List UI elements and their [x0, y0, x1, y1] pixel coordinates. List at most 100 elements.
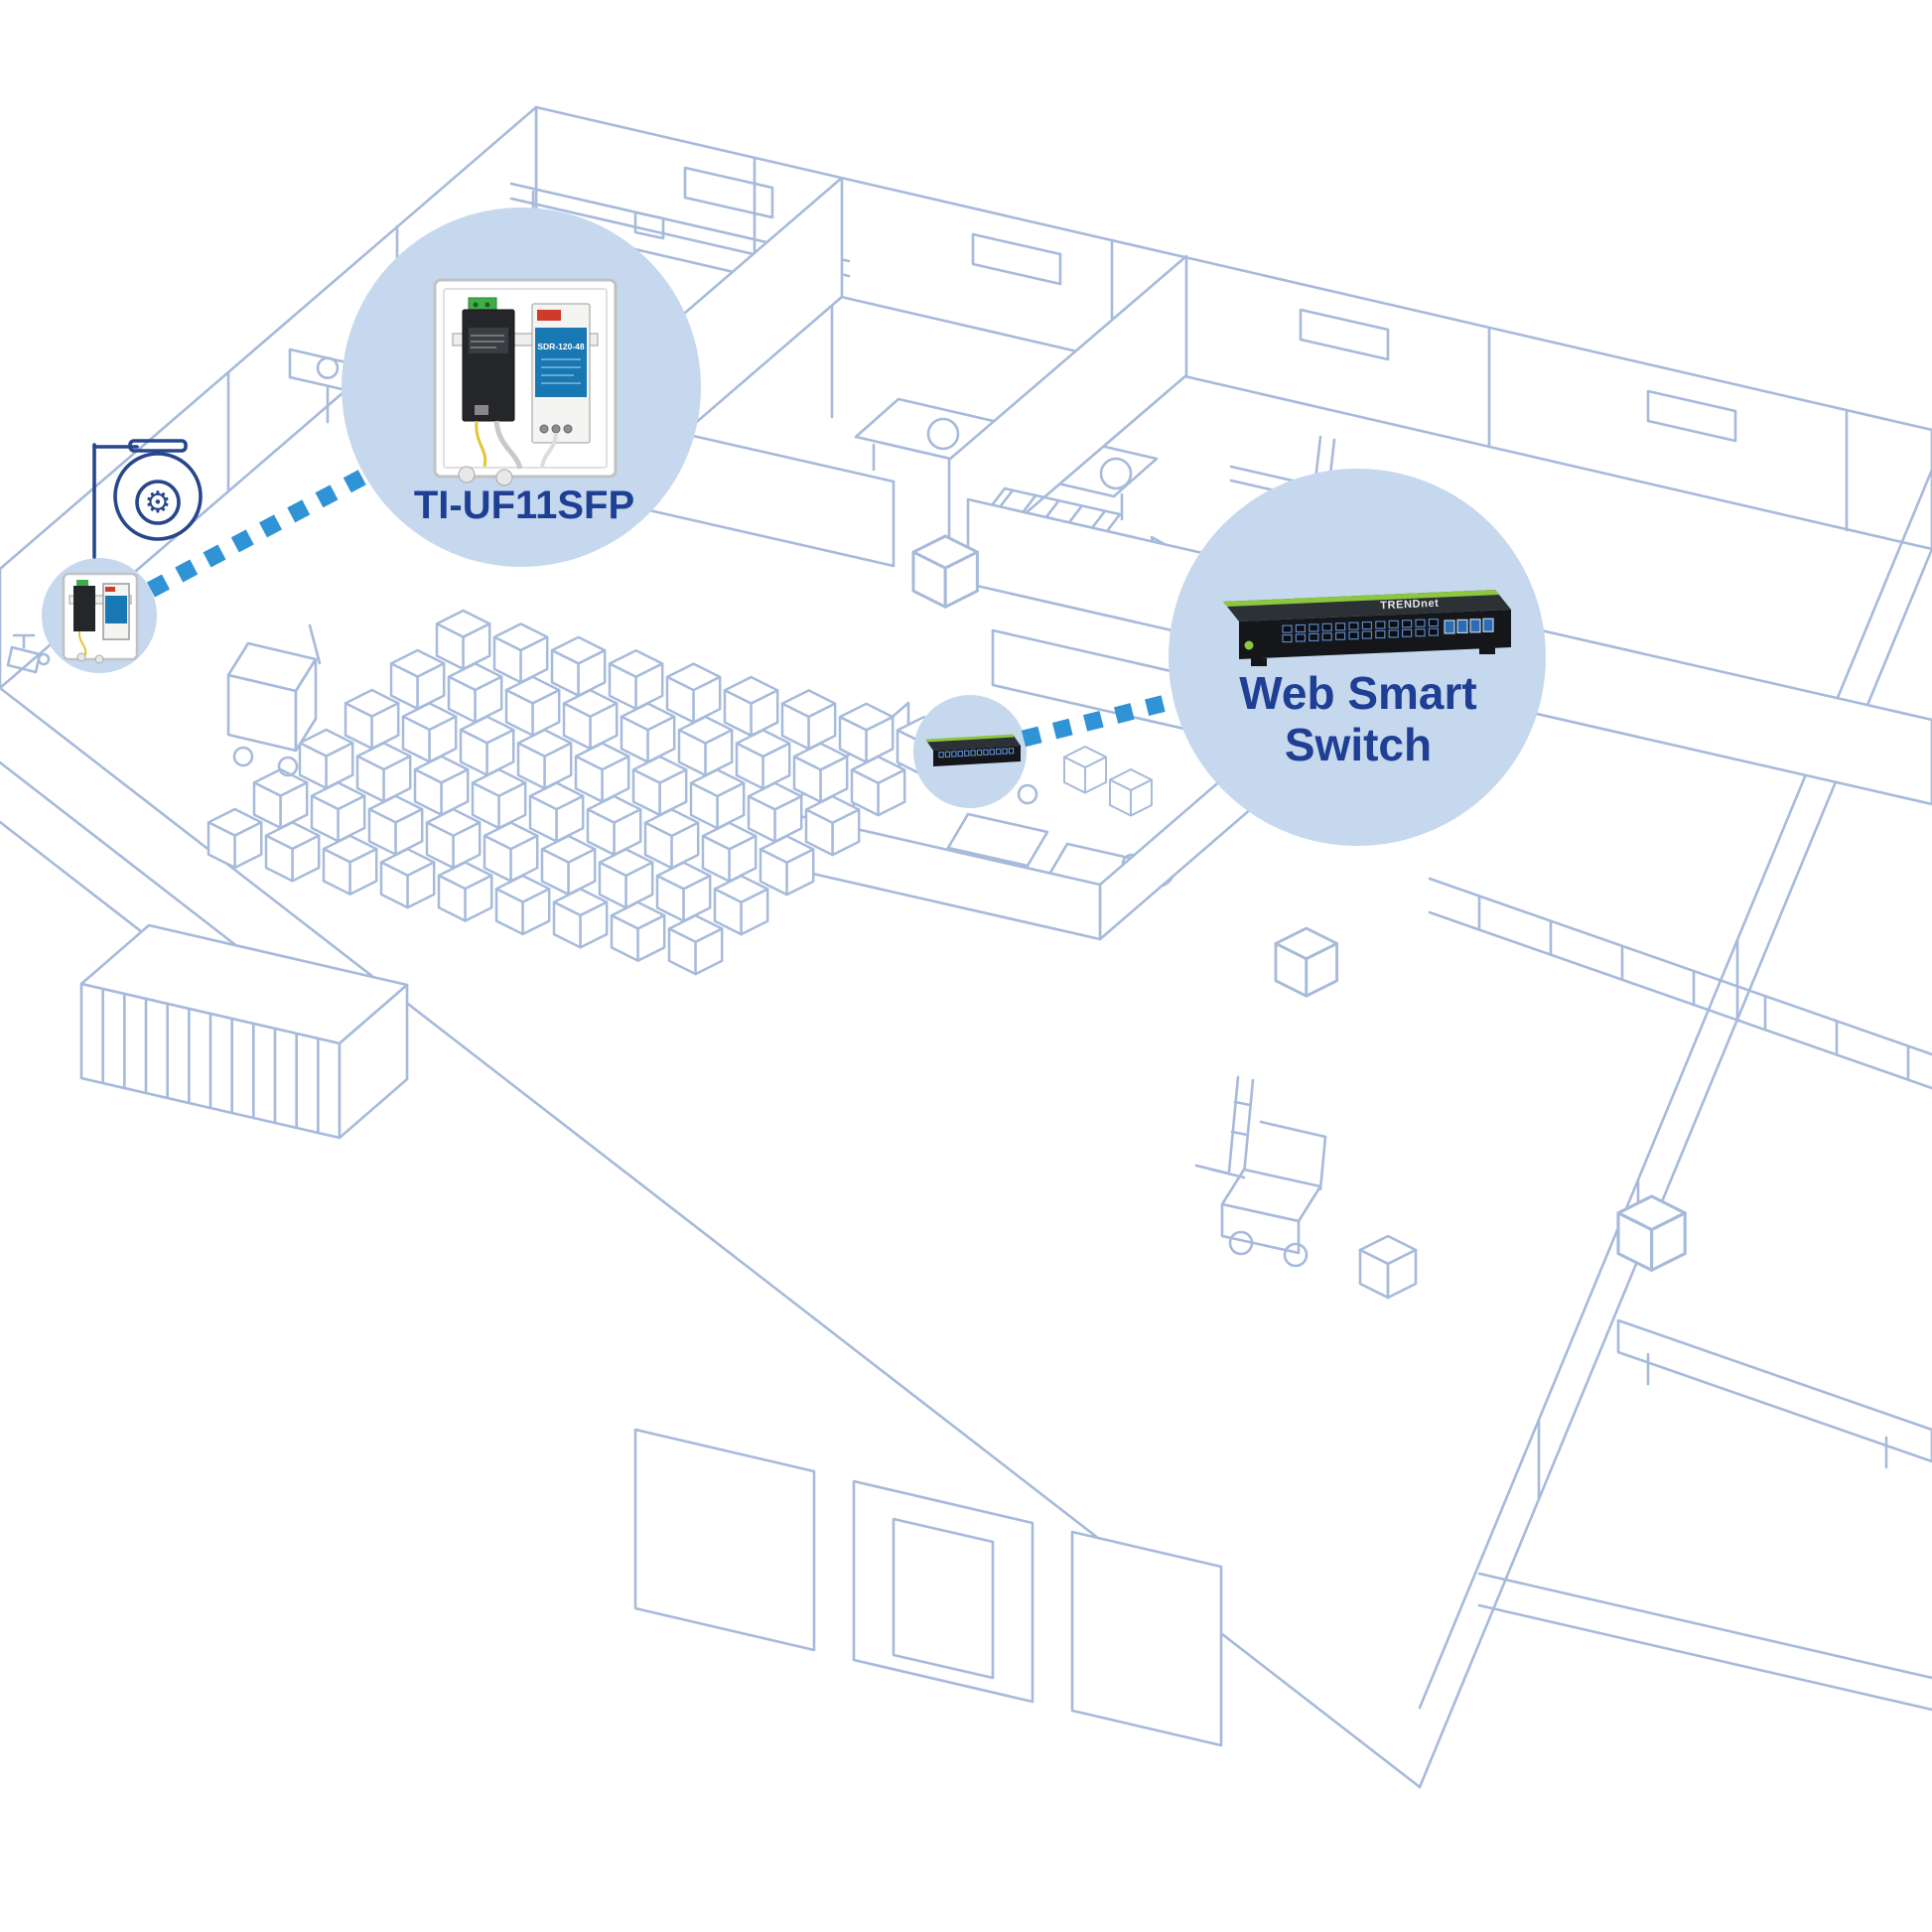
storage-crate [586, 794, 642, 857]
storage-crate [459, 715, 515, 776]
small-wall-camera [6, 633, 51, 674]
storage-crate [298, 728, 354, 790]
switch-port [1388, 629, 1399, 638]
storage-crate [574, 742, 630, 803]
fiber-link-dashed-line-left [147, 467, 371, 598]
storage-crate [252, 767, 309, 830]
switch-top-face [1223, 590, 1511, 621]
storage-crate [437, 861, 493, 922]
switch-port [1321, 632, 1332, 641]
storage-crate [389, 648, 446, 711]
cable-gland [495, 469, 513, 486]
switch-port [1401, 628, 1413, 637]
mini-switch-port [989, 749, 996, 756]
storage-crate [667, 913, 724, 976]
storage-crate [689, 768, 746, 830]
switch-port [1415, 628, 1426, 637]
switch-uplink-port [1469, 619, 1481, 633]
mini-switch-port [963, 750, 970, 757]
switch-brand-label: TRENDnet [1380, 598, 1440, 613]
storage-crate [447, 662, 503, 724]
media-converter-mini [73, 586, 95, 631]
container-ribs [101, 987, 320, 1135]
storage-crate [610, 900, 666, 962]
psu-label [535, 328, 587, 397]
storage-crate [850, 755, 906, 817]
utility-cart [226, 623, 322, 777]
storage-crate [413, 755, 470, 816]
mini-switch-port [995, 748, 1002, 756]
storage-crate [665, 662, 722, 724]
switch-port [1282, 624, 1293, 633]
storage-crate [367, 794, 424, 856]
mini-switch-port [957, 751, 964, 758]
yellow-fiber-wire [475, 420, 487, 468]
storage-crate [207, 807, 263, 870]
storage-crate [355, 742, 412, 803]
storage-crate [435, 609, 491, 671]
storage-crate [492, 622, 549, 684]
switch-front-face [1239, 610, 1511, 659]
storage-crate [759, 834, 815, 897]
switch-port [1428, 627, 1440, 636]
storage-crate [643, 808, 700, 870]
storage-crate [655, 861, 712, 922]
storage-crate [552, 888, 609, 949]
floor-switch-small [925, 734, 1021, 766]
storage-crate [425, 807, 482, 870]
wall-enclosure-small [62, 572, 139, 664]
switch-title-line1: Web Smart [1239, 667, 1476, 719]
converter-model-label: TI-UF11SFP [414, 483, 634, 527]
switch-port [1309, 623, 1319, 632]
storage-crate [550, 635, 607, 697]
storage-crate [471, 767, 527, 830]
switch-port-block [1282, 618, 1494, 643]
mini-switch-port-block [938, 748, 1015, 759]
psu-terminal [551, 424, 561, 434]
switch-uplink-port [1482, 618, 1494, 632]
switch-uplink-port [1444, 620, 1455, 634]
warehouse-floorplan [0, 105, 1932, 1789]
storage-crate [528, 781, 585, 843]
shipping-container [79, 923, 409, 1140]
forklift [1194, 1075, 1327, 1268]
storage-crate [598, 848, 654, 909]
fiber-converter-enclosure: SDR-120-48 [433, 278, 618, 486]
storage-crate [723, 675, 779, 738]
storage-crate [504, 675, 561, 737]
switch-callout-bubble [1169, 469, 1546, 846]
storage-crate [1274, 926, 1339, 998]
psu-model-label: SDR-120-48 [537, 342, 585, 351]
switch-port [1388, 620, 1399, 628]
mini-switch-port [970, 750, 976, 757]
terminal-block [76, 580, 88, 588]
cable-gland [458, 466, 476, 483]
mini-switch-port [1008, 748, 1015, 755]
power-wire [540, 432, 558, 468]
switch-port [1401, 620, 1413, 628]
switch-title-line2: Switch [1285, 719, 1432, 770]
mini-switch-port [1002, 748, 1008, 755]
storage-crate [677, 715, 734, 777]
mini-switch-port [951, 751, 957, 758]
storage-crate [631, 755, 688, 817]
switch-port [1361, 630, 1373, 639]
switch-port [1375, 629, 1386, 639]
storage-crate [344, 688, 400, 751]
mini-switch-port [938, 752, 944, 759]
cable-gland [76, 652, 86, 662]
storage-crate [838, 702, 895, 763]
storage-crate [747, 781, 803, 843]
psu-label [105, 596, 127, 623]
storage-crate [620, 702, 676, 763]
switch-foot [1479, 646, 1495, 654]
switch-foot [1251, 658, 1267, 666]
switch-port [1309, 632, 1319, 641]
switch-port [1295, 633, 1307, 642]
psu-terminal [539, 424, 549, 434]
mini-switch-port [983, 749, 989, 756]
storage-crate [516, 728, 573, 790]
terminal-screw [473, 302, 479, 308]
media-converter-device [462, 309, 515, 422]
